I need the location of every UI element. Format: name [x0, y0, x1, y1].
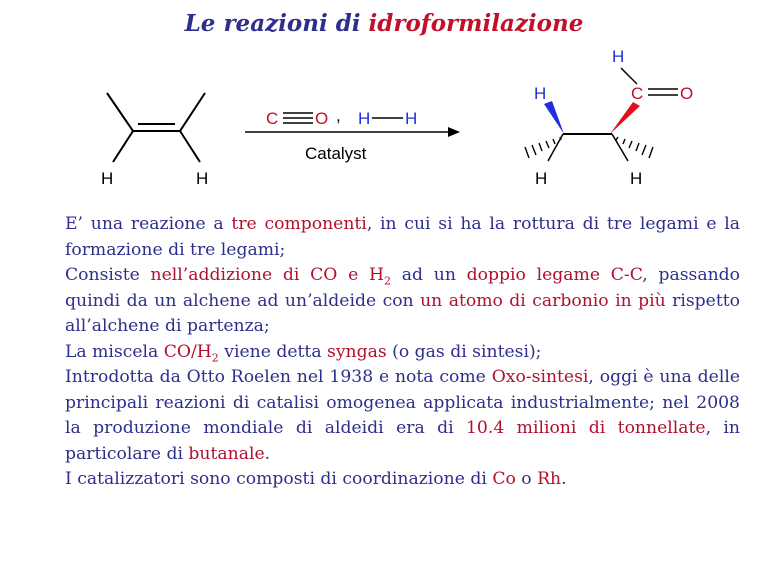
reagent-comma: ,	[336, 106, 341, 125]
body-text: E’ una reazione a tre componenti, in cui…	[65, 212, 740, 493]
triple-bond	[283, 112, 313, 124]
title-prefix: Le reazioni di	[184, 10, 369, 37]
product-double-bond-co	[648, 88, 678, 96]
product-h-top: H	[612, 47, 624, 66]
reagent-h1: H	[358, 109, 370, 128]
alkene-bond-lower-left	[112, 130, 134, 163]
paragraph-5: I catalizzatori sono composti di coordin…	[65, 469, 567, 489]
reagent-c: C	[266, 109, 278, 128]
page-title: Le reazioni di idroformilazione	[0, 10, 768, 37]
product-h-bottom-left: H	[535, 169, 547, 188]
hashed-bond-left	[524, 136, 562, 159]
alkene-bond-upper-right	[179, 92, 206, 132]
red-wedge-bond	[610, 102, 640, 134]
reaction-scheme: H H C O , H H Catalyst H C O H	[101, 47, 693, 188]
alkene-structure	[106, 92, 206, 163]
hashed-bond-right	[615, 136, 654, 159]
alkene-bond-lower-right	[179, 130, 201, 163]
product-bond-lower-right	[611, 133, 629, 162]
alkene-bond-upper-left	[106, 92, 134, 132]
product-c: C	[631, 84, 643, 103]
paragraph-2: Consiste nell’addizione di CO e H2 ad un…	[65, 265, 741, 336]
product-bond-h-c	[620, 67, 638, 85]
blue-wedge-bond	[544, 101, 564, 134]
paragraph-1: E’ una reazione a tre componenti, in cui…	[65, 214, 740, 260]
paragraph-3: La miscela CO/H2 viene detta syngas (o g…	[65, 341, 542, 364]
reagent-h2: H	[405, 109, 417, 128]
alkene-h-left: H	[101, 169, 113, 188]
title-highlight: idroformilazione	[368, 10, 584, 37]
catalyst-label: Catalyst	[305, 144, 367, 163]
alkene-h-right: H	[196, 169, 208, 188]
paragraph-4: Introdotta da Otto Roelen nel 1938 e not…	[65, 367, 740, 464]
product-o: O	[680, 84, 693, 103]
reagent-o: O	[315, 109, 328, 128]
product-h-bottom-right: H	[630, 169, 642, 188]
reaction-arrow	[245, 127, 460, 137]
product-h-wedge: H	[534, 84, 546, 103]
product-bond-lower-left	[547, 133, 564, 162]
